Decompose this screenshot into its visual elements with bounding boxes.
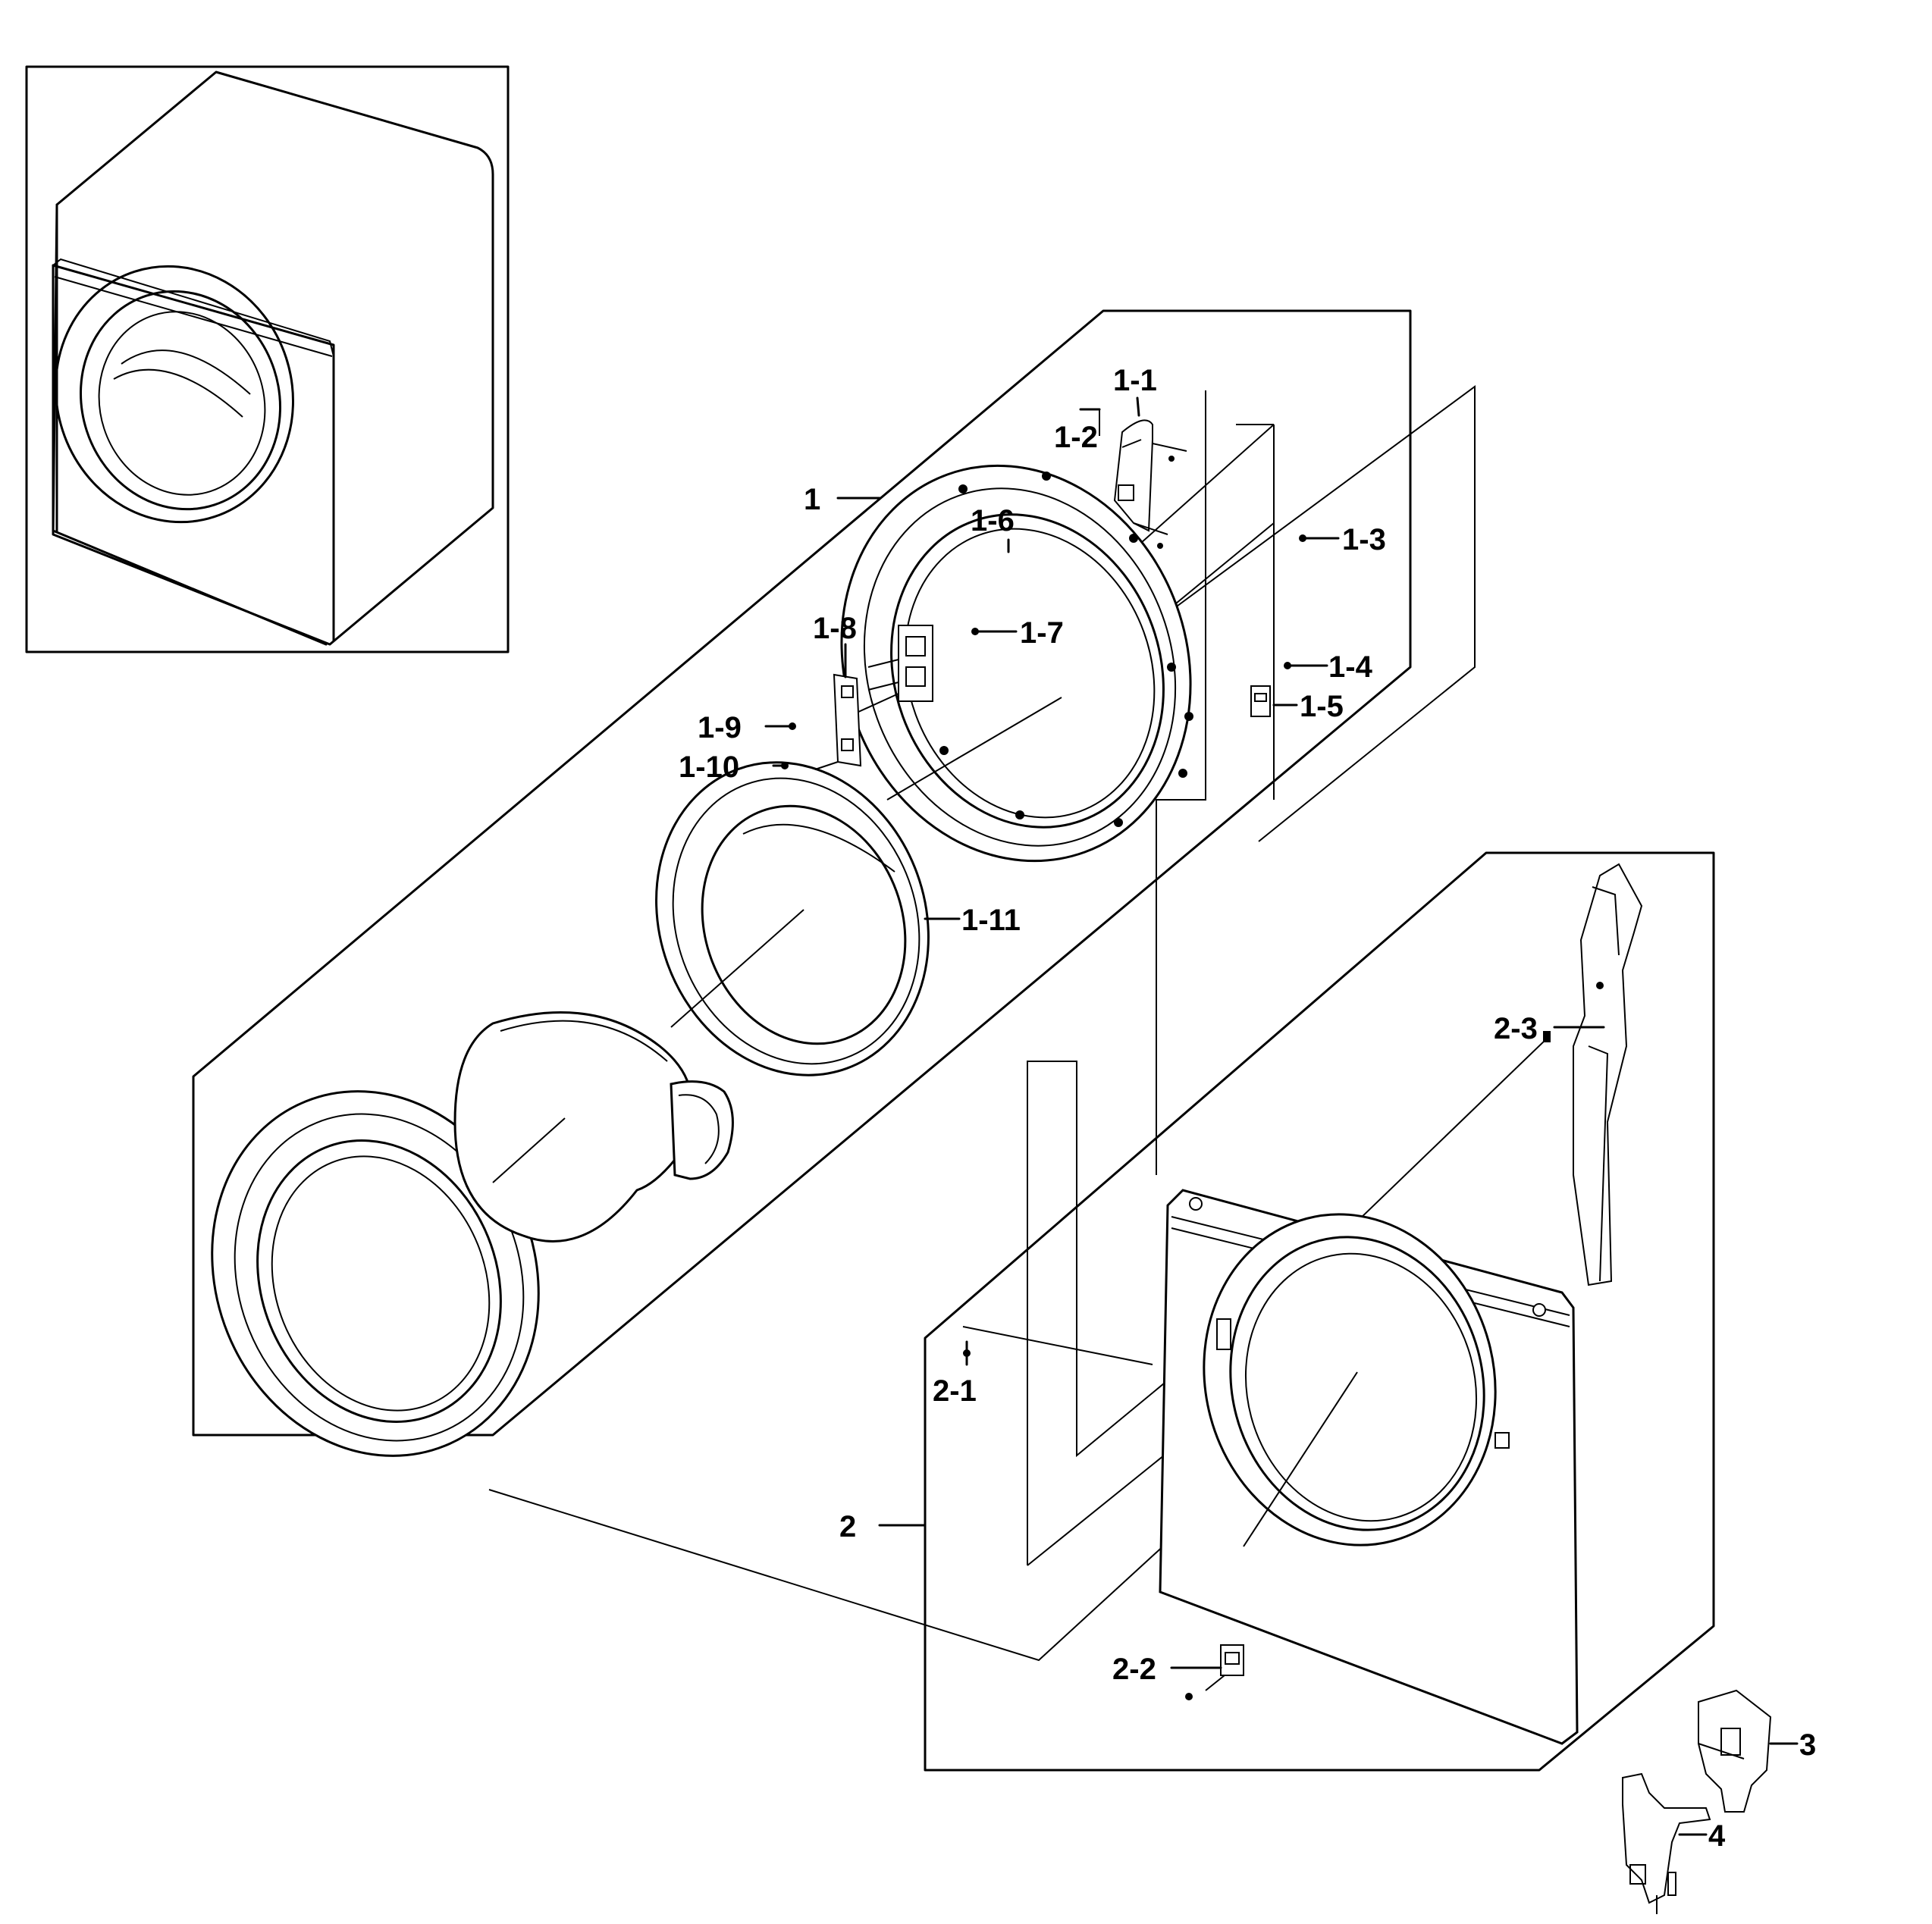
callout-1-1: 1-1 (1113, 364, 1157, 397)
callout-4: 4 (1708, 1819, 1726, 1853)
callout-1-6: 1-6 (971, 504, 1015, 537)
callout-1-5: 1-5 (1300, 690, 1344, 723)
callout-1-9: 1-9 (698, 711, 742, 744)
lock-catch (1250, 685, 1271, 717)
callout-2-3: 2-3 (1494, 1012, 1538, 1045)
bracket-3 (1698, 1689, 1772, 1813)
group-1-boundary (192, 309, 1476, 1437)
callout-1-3: 1-3 (1342, 523, 1386, 556)
door-glass (453, 1011, 734, 1242)
callout-1: 1 (804, 483, 820, 516)
callout-1-11: 1-11 (961, 904, 1021, 937)
callout-2-2: 2-2 (1112, 1653, 1156, 1686)
callout-3: 3 (1799, 1728, 1816, 1762)
callout-leaders (764, 396, 1799, 1836)
door-switch (1185, 1644, 1244, 1700)
outer-door-ring (211, 1090, 540, 1457)
side-bracket (1543, 863, 1643, 1286)
callout-1-4: 1-4 (1328, 650, 1373, 684)
callout-labels: 1 1-1 1-2 1-3 1-4 1-5 1-6 1-7 1-8 1-9 1-… (679, 364, 1816, 1853)
callout-2: 2 (839, 1510, 856, 1543)
inset-assembled-view (25, 65, 510, 653)
callout-1-2: 1-2 (1054, 421, 1098, 454)
inner-door-ring (655, 761, 930, 1076)
door-latch (1099, 409, 1187, 549)
callout-2-1: 2-1 (933, 1374, 977, 1408)
callout-1-10: 1-10 (679, 750, 739, 784)
front-panel (1159, 1189, 1579, 1745)
sensor-4 (1622, 1772, 1711, 1914)
hinge-plate (814, 673, 862, 770)
callout-1-8: 1-8 (813, 612, 857, 645)
callout-1-7: 1-7 (1020, 616, 1064, 650)
